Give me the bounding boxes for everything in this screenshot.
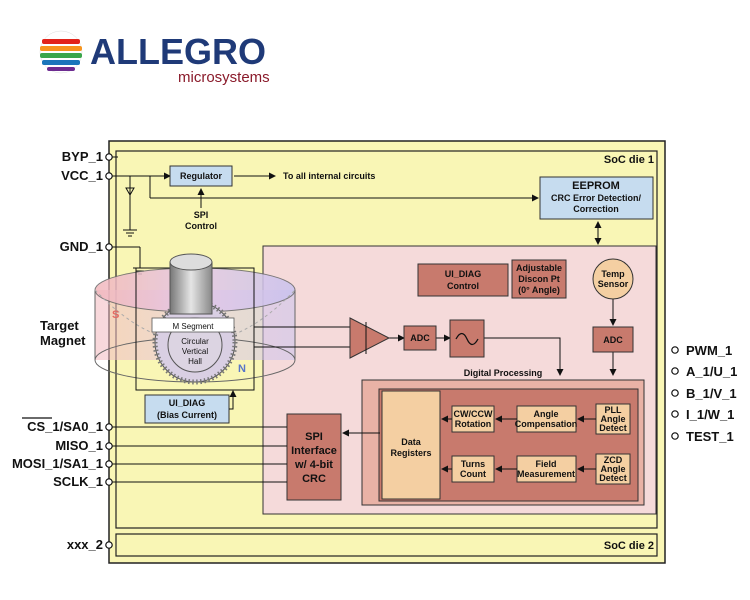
- regulator-label: Regulator: [180, 171, 223, 181]
- amplifier-symbol: [349, 317, 391, 359]
- pin-test: TEST_1: [686, 429, 734, 444]
- temp-sensor-2: Sensor: [598, 279, 629, 289]
- adc-block-main: [403, 325, 437, 351]
- pin-vcc: VCC_1: [61, 168, 103, 183]
- adc-main-label: ADC: [410, 333, 430, 343]
- soc-die2-label: SoC die 2: [604, 540, 654, 552]
- spi-pin-lines: [112, 426, 287, 483]
- angle-comp-block: [516, 405, 577, 433]
- turns-count-1: Turns: [461, 459, 485, 469]
- eeprom-title: EEPROM: [572, 180, 620, 192]
- regulator-block: [169, 165, 233, 187]
- pll-2: Angle: [600, 414, 625, 424]
- angle-comp-1: Angle: [533, 409, 558, 419]
- m-segment-label: M Segment: [173, 322, 215, 331]
- eeprom-crc-2: Correction: [573, 204, 619, 214]
- adc-block-temp: [592, 326, 634, 353]
- spi-interface-2: Interface: [291, 445, 337, 457]
- pin-cs: CS_1/SA0_1: [27, 419, 103, 434]
- soc-die1-label: SoC die 1: [604, 154, 654, 166]
- ui-diag-control-2: Control: [447, 281, 479, 291]
- zcd-3: Detect: [599, 473, 627, 483]
- target-magnet-illustration: [94, 253, 296, 391]
- bias-link: [229, 390, 237, 410]
- spi-interface-4: CRC: [302, 473, 326, 485]
- field-meas-1: Field: [535, 459, 556, 469]
- sine-icon: [455, 332, 479, 346]
- spi-control-label-1: SPI: [194, 210, 209, 220]
- signal-lines: [254, 295, 617, 376]
- target-magnet-label-1: Target: [40, 318, 79, 333]
- ui-diag-control-1: UI_DIAG: [445, 269, 482, 279]
- pin-miso: MISO_1: [55, 438, 103, 453]
- right-pins: PWM_1 A_1/U_1 B_1/V_1 I_1/W_1 TEST_1: [671, 343, 737, 444]
- soc-die2-box: [115, 533, 658, 557]
- temp-sensor-block: [592, 258, 634, 300]
- adc-temp-label: ADC: [603, 335, 623, 345]
- data-registers-2: Registers: [390, 448, 431, 458]
- target-magnet-label-2: Magnet: [40, 333, 86, 348]
- pll-3: Detect: [599, 423, 627, 433]
- cvh-label-1: Circular: [181, 337, 209, 346]
- spi-interface-1: SPI: [305, 431, 323, 443]
- allegro-tagline-text: microsystems: [178, 69, 270, 86]
- pin-pwm: PWM_1: [686, 343, 732, 358]
- digital-processing-label: Digital Processing: [464, 368, 543, 378]
- cvh-label-2: Vertical: [182, 347, 208, 356]
- ui-diag-bias-block: [144, 394, 230, 424]
- power-wiring: [112, 156, 539, 268]
- allegro-brand-text: ALLEGRO: [90, 31, 266, 72]
- cvh-label-3: Hall: [188, 357, 202, 366]
- allegro-logo-mark: [39, 30, 83, 74]
- temp-sensor-1: Temp: [601, 269, 625, 279]
- adjustable-2: Discon Pt: [518, 274, 560, 284]
- processing-arrows: [441, 415, 596, 473]
- cw-ccw-2: Rotation: [455, 419, 492, 429]
- adjustable-block: [511, 259, 567, 299]
- pin-xxx2: xxx_2: [67, 537, 103, 552]
- turns-count-2: Count: [460, 469, 486, 479]
- zener-symbol: [125, 187, 135, 197]
- pin-byp: BYP_1: [62, 149, 103, 164]
- pll-1: PLL: [605, 405, 623, 415]
- left-pins: BYP_1 VCC_1 GND_1 CS_1/SA0_1 MISO_1 MOSI…: [12, 149, 113, 552]
- ui-diag-bias-1: UI_DIAG: [169, 398, 206, 408]
- adjustable-1: Adjustable: [516, 263, 562, 273]
- zcd-1: ZCD: [604, 455, 623, 465]
- pin-mosi: MOSI_1/SA1_1: [12, 456, 103, 471]
- pin-sclk: SCLK_1: [53, 474, 103, 489]
- magnet-n-label: N: [238, 363, 246, 375]
- pin-gnd: GND_1: [60, 239, 103, 254]
- pin-i-w: I_1/W_1: [686, 407, 734, 422]
- pin-a-u: A_1/U_1: [686, 364, 737, 379]
- pin-b-v: B_1/V_1: [686, 386, 737, 401]
- ui-diag-bias-2: (Bias Current): [157, 410, 217, 420]
- allegro-logo: ALLEGRO microsystems: [39, 30, 270, 86]
- spi-control-label-2: Control: [185, 221, 217, 231]
- to-all-label: To all internal circuits: [283, 171, 375, 181]
- adjustable-3: (0° Angle): [518, 285, 560, 295]
- spi-interface-block: [286, 413, 342, 501]
- magnet-s-label: S: [112, 309, 119, 321]
- data-registers-1: Data: [401, 437, 422, 447]
- eeprom-crc-1: CRC Error Detection/: [551, 193, 642, 203]
- cw-ccw-1: CW/CCW: [454, 409, 493, 419]
- data-registers-block: [381, 390, 441, 500]
- ui-diag-control-block: [417, 263, 509, 297]
- spi-interface-3: w/ 4-bit: [294, 459, 333, 471]
- eeprom-block: [539, 176, 654, 220]
- zcd-2: Angle: [600, 464, 625, 474]
- angle-comp-2: Compensation: [515, 419, 578, 429]
- cw-ccw-block: [451, 405, 495, 433]
- field-meas-2: Measurement: [517, 469, 575, 479]
